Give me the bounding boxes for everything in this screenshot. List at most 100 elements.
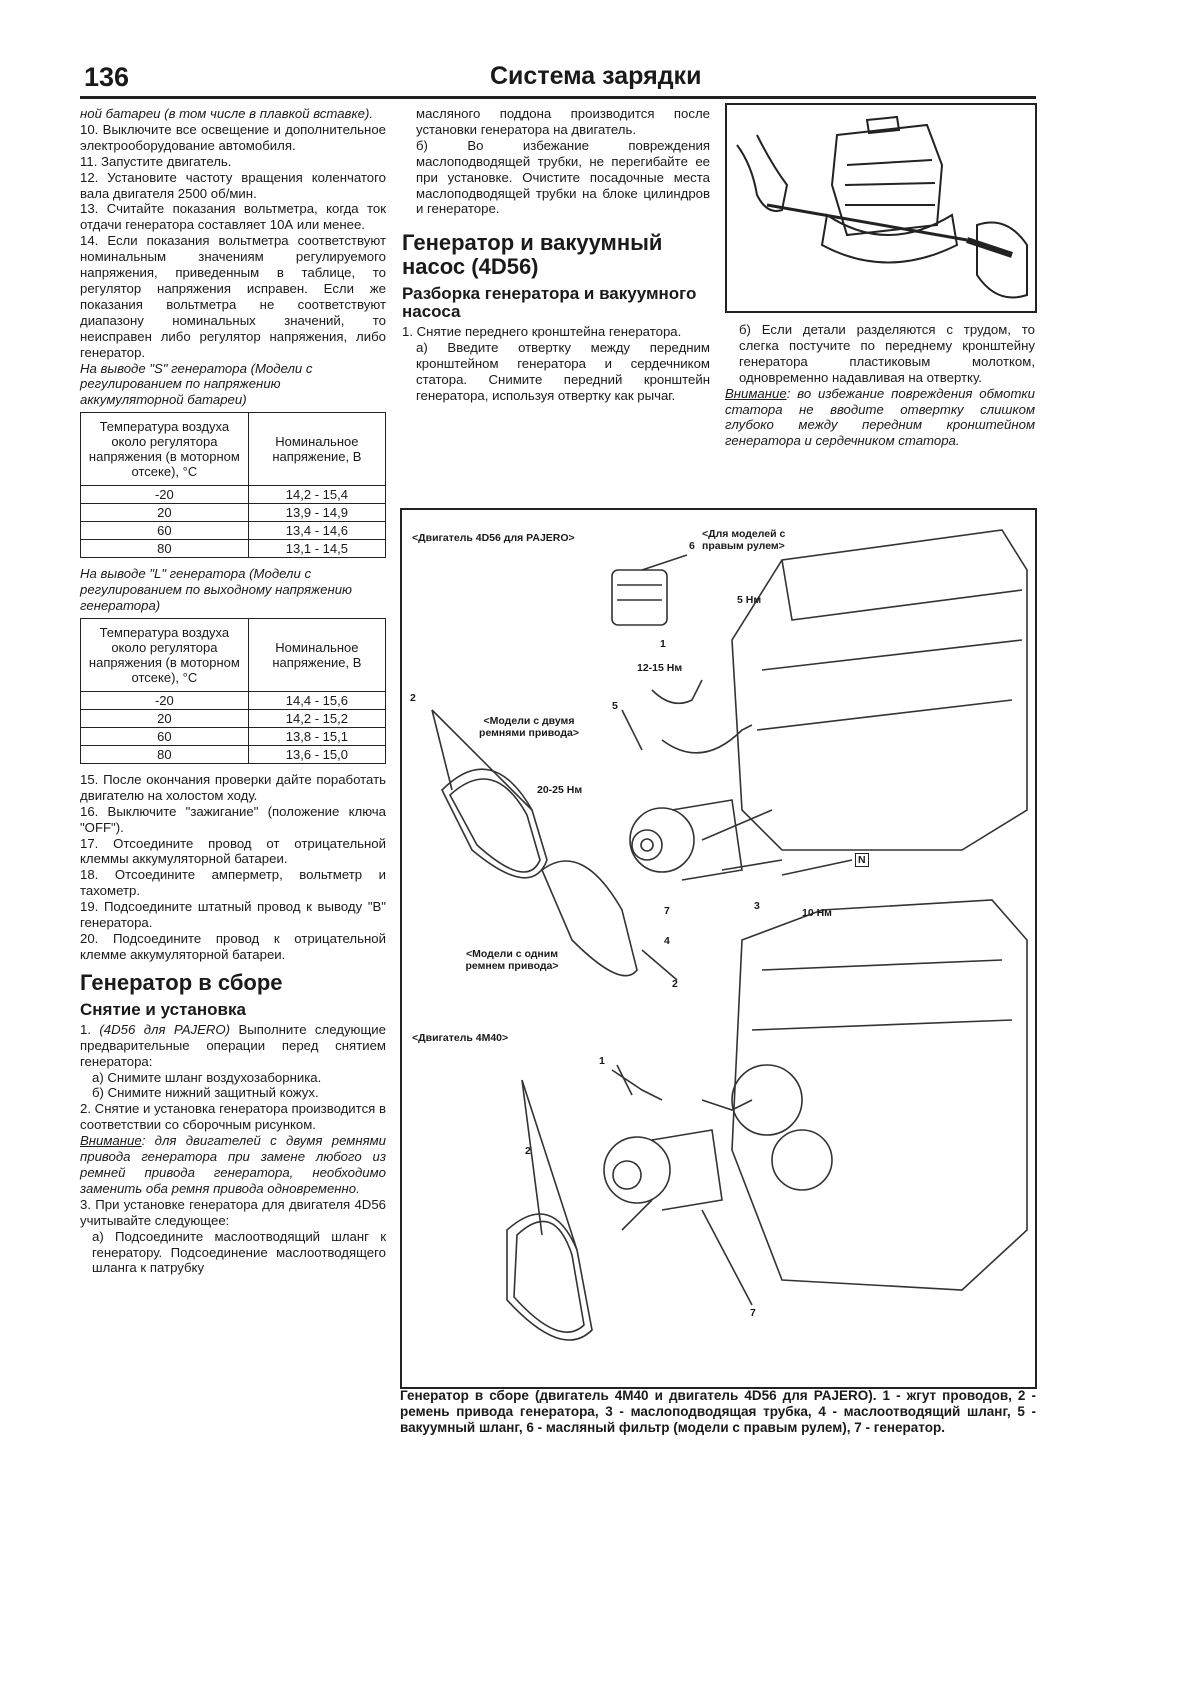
warning-text: : для двигателей с двумя ремнями привода… [80,1133,386,1196]
callout-n: N [855,853,869,867]
subsection-heading: Разборка генератора и вакуумного насоса [402,284,697,322]
warning-label: Внимание [725,385,787,401]
page-title: Система зарядки [490,62,702,90]
torque-12-15nm: 12-15 Нм [637,662,683,674]
cell: 14,2 - 15,2 [247,708,387,728]
section-heading: Генератор в сборе [80,969,283,995]
step-14: 14. Если показания вольтметра соответств… [80,233,386,360]
step-13: 13. Считайте показания вольтметра, когда… [80,201,386,233]
callout-4: 4 [664,935,670,947]
step-1a: а) Введите отвертку между передним кронш… [416,340,710,403]
step-11: 11. Запустите двигатель. [80,153,232,169]
section-heading: Генератор и вакуумный насос (4D56) [402,230,663,280]
warning-label: Внимание [80,1133,142,1149]
step-15: 15. После окончания проверки дайте пораб… [80,771,386,803]
step-18: 18. Отсоедините амперметр, вольтметр и т… [80,867,386,899]
cell: 13,9 - 14,9 [247,503,387,523]
left-column: ной батареи (в том числе в плавкой встав… [80,106,387,1276]
voltage-table-s: Температура воздуха около регулятора нап… [80,412,387,559]
step-12: 12. Установите частоту вращения коленчат… [80,169,386,201]
paragraph: б) Во избежание повреждения маслоподводя… [416,137,710,217]
middle-column: масляного поддона производится после уст… [402,106,710,404]
torque-5nm: 5 Нм [737,594,762,606]
table-header: Температура воздуха около регулятора нап… [80,412,249,487]
table-header: Номинальное напряжение, В [247,617,387,692]
step-10: 10. Выключите все освещение и дополнител… [80,121,386,153]
cell: 13,1 - 14,5 [247,539,387,559]
step-3: 3. При установке генератора для двигател… [80,1196,386,1228]
right-column: б) Если детали разделяются с трудом, то … [725,322,1035,449]
subsection-heading: Снятие и установка [80,999,246,1019]
step-2: 2. Снятие и установка генератора произво… [80,1101,386,1133]
header-rule [80,96,1036,99]
text: 1. [80,1021,100,1037]
label-engine-4m40: <Двигатель 4M40> [412,1032,509,1044]
table-header: Температура воздуха около регулятора нап… [80,617,249,692]
torque-20-25nm: 20-25 Нм [537,784,583,796]
step-1a: а) Снимите шланг воздухозаборника. [92,1069,322,1085]
step-1: 1. (4D56 для PAJERO) Выполните следующие… [80,1022,386,1070]
cell: -20 [80,690,249,710]
table1-caption: На выводе "S" генератора (Модели с регул… [80,360,313,408]
step-3a: а) Подсоедините маслоотводящий шланг к г… [92,1228,386,1276]
figure-caption: Генератор в сборе (двигатель 4M40 и двиг… [400,1388,1036,1435]
step-1b: б) Снимите нижний защитный кожух. [92,1085,319,1101]
step-16: 16. Выключите "зажигание" (положение клю… [80,803,386,835]
text: Выполните следующие предварительные опер… [80,1021,386,1069]
step-1b: б) Если детали разделяются с трудом, то … [739,322,1035,385]
cell: 13,8 - 15,1 [247,726,387,746]
cell: 80 [80,744,249,764]
cell: 80 [80,539,249,559]
generator-assembly-figure: <Двигатель 4D56 для PAJERO> <Для моделей… [400,508,1037,1389]
label-engine-4d56: <Двигатель 4D56 для PAJERO> [412,532,575,544]
paragraph: масляного поддона производится после уст… [416,106,710,137]
cell: 14,4 - 15,6 [247,690,387,710]
cell: 60 [80,521,249,541]
callout-3: 3 [754,900,760,912]
voltage-table-l: Температура воздуха около регулятора нап… [80,617,387,764]
text: (4D56 для PAJERO) [99,1021,231,1037]
exploded-view-drawing [431,529,1028,1341]
cell: -20 [80,485,249,505]
torque-10nm: 10 Нм [802,907,832,919]
step-20: 20. Подсоедините провод к отрицательной … [80,931,386,962]
generator-screwdriver-drawing [736,115,1028,299]
step-19: 19. Подсоедините штатный провод к выводу… [80,899,386,931]
paragraph: ной батареи (в том числе в плавкой встав… [80,106,374,121]
page-number: 136 [84,62,130,92]
screwdriver-illustration [725,103,1037,313]
callout-7: 7 [664,905,670,917]
cell: 60 [80,726,249,746]
label-two-belts: <Модели с двумя ремнями привода> [479,715,579,739]
cell: 14,2 - 15,4 [247,485,387,505]
warning: Внимание: во избежание повреждения обмот… [725,386,1035,450]
cell: 13,4 - 14,6 [247,521,387,541]
callout-2c: 2 [525,1145,531,1157]
callout-6: 6 [689,540,695,552]
cell: 13,6 - 15,0 [247,744,387,764]
table-header: Номинальное напряжение, В [247,412,387,487]
table2-caption: На выводе "L" генератора (Модели с регул… [80,566,352,614]
label-rhd-models: <Для моделей с правым рулем> [702,528,786,552]
callout-1: 1 [660,638,666,650]
warning-text: : во избежание повреждения обмотки стато… [725,385,1035,449]
warning: Внимание: для двигателей с двумя ремнями… [80,1133,386,1197]
callout-7b: 7 [750,1307,756,1319]
callout-1b: 1 [599,1055,605,1067]
step-17: 17. Отсоедините провод от отрицательной … [80,835,386,867]
callout-2: 2 [410,692,416,704]
cell: 20 [80,503,249,523]
cell: 20 [80,708,249,728]
label-one-belt: <Модели с одним ремнем привода> [465,948,559,972]
step-1: 1. Снятие переднего кронштейна генератор… [402,324,682,340]
callout-2b: 2 [672,978,678,990]
callout-5: 5 [612,700,618,712]
